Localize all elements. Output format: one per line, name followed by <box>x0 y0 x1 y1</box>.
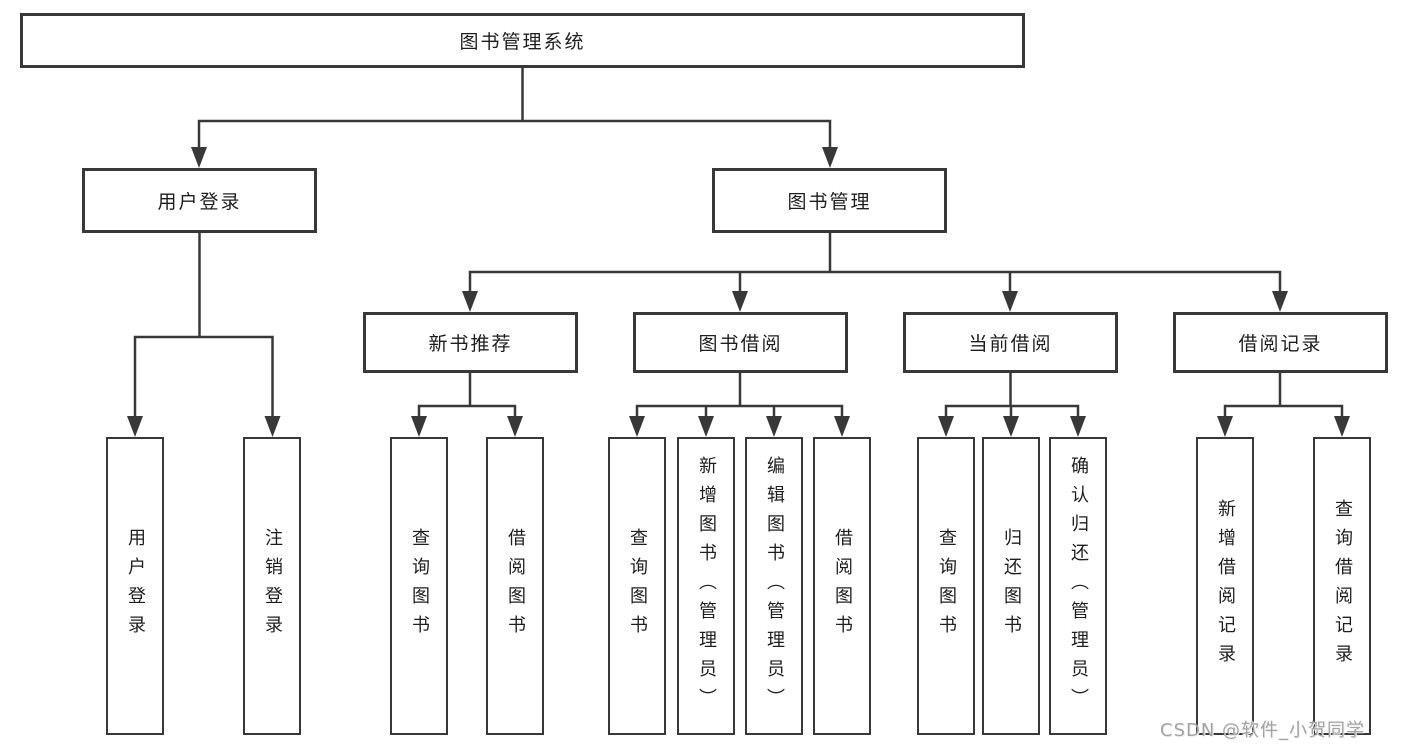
node-user-login: 用户登录 <box>82 168 317 233</box>
arrowhead <box>834 416 850 437</box>
connector-root-to-level2 <box>197 68 832 152</box>
arrowhead <box>1217 416 1233 437</box>
arrowhead <box>264 416 281 437</box>
node-new-book-recommendation: 新书推荐 <box>363 312 578 373</box>
leaf-return-books: 归还图书 <box>982 437 1040 735</box>
leaf-query-books-recommend: 查询图书 <box>390 437 448 735</box>
arrowhead <box>732 291 748 312</box>
leaf-borrow-books-borrowing-label: 借阅图书 <box>832 528 853 644</box>
arrowhead <box>127 416 143 437</box>
arrowhead <box>938 416 954 437</box>
arrowhead <box>462 291 478 312</box>
arrowhead <box>1272 291 1288 312</box>
leaf-query-borrow-record: 查询借阅记录 <box>1313 437 1371 735</box>
leaf-add-borrow-record: 新增借阅记录 <box>1196 437 1254 735</box>
arrowhead <box>1334 416 1350 437</box>
node-library-system-label: 图书管理系统 <box>459 31 586 53</box>
arrowhead <box>1002 291 1018 312</box>
leaf-query-books-recommend-label: 查询图书 <box>409 528 430 644</box>
leaf-borrow-books-recommend: 借阅图书 <box>486 437 544 735</box>
leaf-logout: 注销登录 <box>243 437 301 735</box>
arrowheads <box>127 147 1350 437</box>
arrowhead <box>629 416 645 437</box>
watermark: CSDN @软件_小贺同学 <box>1160 720 1366 741</box>
node-book-borrowing-label: 图书借阅 <box>698 333 783 355</box>
leaf-return-books-label: 归还图书 <box>1001 528 1022 644</box>
leaf-edit-book-admin: 编辑图书（管理员） <box>745 437 803 735</box>
connector-current-borrowing-branch <box>944 373 1080 421</box>
arrowhead <box>411 416 427 437</box>
node-book-management-label: 图书管理 <box>787 191 872 213</box>
arrowhead <box>698 416 714 437</box>
leaf-add-borrow-record-label: 新增借阅记录 <box>1215 499 1236 673</box>
arrowhead <box>822 147 838 168</box>
arrowhead <box>1070 416 1086 437</box>
leaf-borrow-books-borrowing: 借阅图书 <box>813 437 871 735</box>
node-borrowing-records-label: 借阅记录 <box>1238 333 1323 355</box>
node-current-borrowing-label: 当前借阅 <box>968 333 1053 355</box>
node-new-book-recommendation-label: 新书推荐 <box>428 333 513 355</box>
arrowhead <box>1003 416 1019 437</box>
node-borrowing-records: 借阅记录 <box>1173 312 1388 373</box>
node-current-borrowing: 当前借阅 <box>903 312 1118 373</box>
connector-borrowing-records-branch <box>1223 373 1344 421</box>
connector-user-login-branch <box>133 233 274 421</box>
leaf-query-borrow-record-label: 查询借阅记录 <box>1332 499 1353 673</box>
leaf-logout-label: 注销登录 <box>262 528 283 644</box>
leaf-add-book-admin: 新增图书（管理员） <box>677 437 735 735</box>
leaf-borrow-books-recommend-label: 借阅图书 <box>505 528 526 644</box>
connector-book-management-branch <box>468 233 1282 296</box>
leaf-query-books-borrowing-label: 查询图书 <box>627 528 648 644</box>
leaf-confirm-return-admin: 确认归还（管理员） <box>1049 437 1107 735</box>
leaf-user-login-label: 用户登录 <box>125 528 146 644</box>
leaf-edit-book-admin-label: 编辑图书（管理员） <box>764 455 785 717</box>
leaf-query-books-current-label: 查询图书 <box>936 528 957 644</box>
leaf-confirm-return-admin-label: 确认归还（管理员） <box>1068 455 1089 717</box>
arrowhead <box>507 416 523 437</box>
leaf-add-book-admin-label: 新增图书（管理员） <box>696 455 717 717</box>
connector-book-borrowing-branch <box>635 373 844 421</box>
arrowhead <box>191 147 207 168</box>
arrowhead <box>766 416 782 437</box>
leaf-user-login: 用户登录 <box>106 437 164 735</box>
node-user-login-label: 用户登录 <box>157 191 242 213</box>
node-book-borrowing: 图书借阅 <box>633 312 848 373</box>
node-book-management: 图书管理 <box>712 168 947 233</box>
node-library-system: 图书管理系统 <box>20 13 1025 68</box>
leaf-query-books-borrowing: 查询图书 <box>608 437 666 735</box>
connector-new-book-branch <box>417 373 517 421</box>
leaf-query-books-current: 查询图书 <box>917 437 975 735</box>
